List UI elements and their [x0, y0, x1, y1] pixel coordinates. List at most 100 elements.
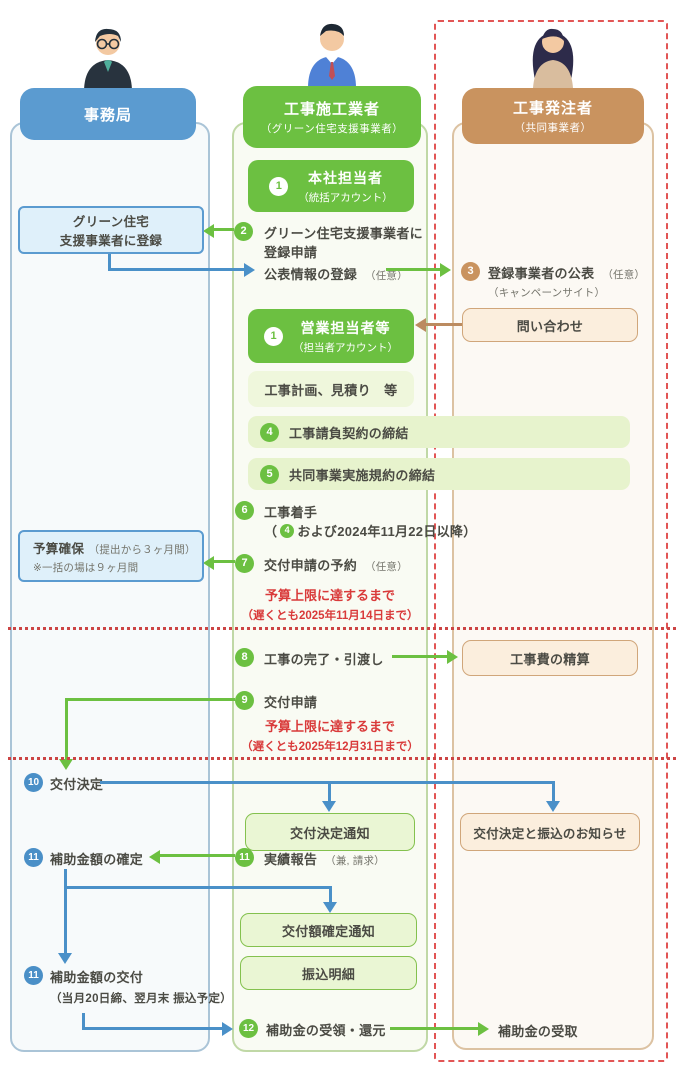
- arrow-decision-head2: [546, 801, 560, 812]
- step-number-badge: 10: [24, 773, 43, 792]
- step-number-badge: 7: [235, 554, 254, 573]
- deadline-2-line1: 予算上限に達するまで: [264, 719, 395, 734]
- node-head-office-account: 1 本社担当者 （統括アカウント）: [248, 160, 414, 212]
- arrow-decision-head1: [322, 801, 336, 812]
- arrow-decision-v1: [328, 781, 331, 801]
- node-receive-return-label: 補助金の受領・還元: [266, 1023, 386, 1038]
- deadline-note-1: 予算上限に達するまで （遅くとも2025年11月14日まで）: [232, 585, 428, 623]
- node-register-apply-line1: グリーン住宅支援事業者に: [264, 226, 423, 241]
- node-subsidy-grant-label: 補助金額の交付: [50, 970, 144, 985]
- node-publish-registered-line2: （キャンペーンサイト）: [488, 287, 606, 299]
- inline-step4-badge: 4: [280, 523, 295, 538]
- node-cost-settlement: 工事費の精算: [462, 640, 638, 676]
- deadline-2-line2: （遅くとも2025年12月31日まで）: [241, 741, 419, 753]
- arrow-inquiry-to-sales-head: [415, 318, 426, 332]
- step-number-badge: 2: [234, 222, 253, 241]
- contractor-lane-header: 工事施工業者 （グリーン住宅支援事業者）: [243, 86, 421, 148]
- node-plan-estimate: 工事計画、見積り 等: [248, 371, 414, 407]
- node-decision-notice: 交付決定通知: [245, 813, 415, 851]
- node-reserve-application: 交付申請の予約 （任意）: [264, 555, 408, 574]
- arrow-handover-to-settlement-line: [392, 655, 447, 658]
- step-number-badge: 9: [235, 691, 254, 710]
- node-receive-subsidy-label: 補助金の受取: [498, 1024, 578, 1039]
- arrow-application-to-decision-head: [59, 759, 73, 770]
- arrow-fixed-to-grant-v: [64, 869, 67, 953]
- node-sales-account: 1 営業担当者等 （担当者アカウント）: [248, 309, 414, 363]
- node-title: 営業担当者等: [300, 319, 391, 336]
- arrow-handover-to-settlement-head: [447, 650, 458, 664]
- orderer-boundary-dashed: [434, 20, 668, 1062]
- orderer-lane-header: 工事発注者 （共同事業者）: [462, 88, 644, 144]
- node-office-register: グリーン住宅 支援事業者に登録: [18, 206, 204, 254]
- node-publish-registered-note: （任意）: [602, 269, 646, 281]
- node-subtitle: （統括アカウント）: [298, 191, 393, 204]
- arrow-office-to-publicinfo-h: [108, 268, 244, 271]
- arrow-receive-to-orderer-line: [390, 1027, 478, 1030]
- arrow-inquiry-to-sales-line: [426, 323, 462, 326]
- node-budget-secure: 予算確保 （提出から３ヶ月間） ※一括の場は９ヶ月間: [18, 530, 204, 582]
- arrow-register-apply-line: [212, 228, 234, 231]
- office-person-avatar: [84, 28, 132, 92]
- node-contract-label: 工事請負契約の締結: [289, 425, 409, 441]
- node-budget-secure-line1: 予算確保 （提出から３ヶ月間）: [33, 538, 196, 558]
- arrow-fixed-to-notice-h: [64, 886, 332, 889]
- node-inquiry: 問い合わせ: [462, 308, 638, 342]
- node-publish-registered: 登録事業者の公表 （任意）: [488, 263, 645, 282]
- node-public-info-label: 公表情報の登録: [264, 267, 358, 282]
- node-inquiry-label: 問い合わせ: [516, 318, 584, 334]
- phase-divider-1: [8, 627, 676, 630]
- node-office-register-line2: 支援事業者に登録: [59, 234, 163, 248]
- node-publish-registered-label: 登録事業者の公表: [488, 266, 595, 281]
- deadline-note-2: 予算上限に達するまで （遅くとも2025年12月31日まで）: [232, 716, 428, 754]
- node-start-construction-line2: （ 4 および2024年11月22日以降）: [264, 521, 477, 540]
- step-number-badge: 11: [24, 848, 43, 867]
- node-decision-transfer-notice-label: 交付決定と振込のお知らせ: [473, 826, 627, 841]
- deadline-1-line2: （遅くとも2025年11月14日まで）: [241, 610, 419, 622]
- node-budget-secure-line2: ※一括の場は９ヶ月間: [33, 561, 139, 574]
- arrow-reserve-to-budget-line: [212, 560, 235, 563]
- node-grant-decision-label: 交付決定: [50, 777, 104, 792]
- arrow-receive-to-orderer-head: [478, 1022, 489, 1036]
- node-reserve-application-label: 交付申請の予約: [264, 558, 358, 573]
- step-number-badge: 8: [235, 648, 254, 667]
- node-transfer-detail-label: 振込明細: [301, 966, 356, 982]
- arrow-report-to-fixed-head: [149, 850, 160, 864]
- node-joint-rules-label: 共同事業実施規約の締結: [289, 467, 436, 483]
- arrow-office-to-publicinfo-head: [244, 263, 255, 277]
- step-number-badge: 1: [269, 176, 289, 196]
- node-complete-handover-label: 工事の完了・引渡し: [264, 652, 384, 667]
- arrow-reserve-to-budget-head: [203, 556, 214, 570]
- arrow-report-to-fixed-line: [158, 854, 235, 857]
- office-lane-title: 事務局: [83, 106, 132, 124]
- node-decision-transfer-notice: 交付決定と振込のお知らせ: [460, 813, 640, 851]
- arrow-fixed-to-notice-head: [323, 902, 337, 913]
- arrow-grant-to-receive-head: [222, 1022, 233, 1036]
- node-title: 本社担当者: [308, 169, 383, 186]
- step-number-badge: 6: [235, 501, 254, 520]
- node-register-apply-line2: 登録申請: [264, 245, 318, 260]
- arrow-office-to-publicinfo-v: [108, 254, 111, 270]
- arrow-publicinfo-to-publish-head: [440, 263, 451, 277]
- arrow-fixed-to-notice-v: [329, 886, 332, 902]
- orderer-lane: [452, 122, 654, 1050]
- deadline-1-line1: 予算上限に達するまで: [264, 588, 395, 603]
- step-number-badge: 11: [235, 848, 254, 867]
- node-fixed-amount-notice-label: 交付額確定通知: [281, 923, 376, 939]
- contractor-person-avatar: [308, 23, 356, 88]
- node-public-info: 公表情報の登録 （任意）: [264, 264, 408, 283]
- step-number-badge: 11: [24, 966, 43, 985]
- arrow-application-to-decision-h: [65, 698, 235, 701]
- arrow-grant-to-receive-h: [82, 1027, 222, 1030]
- arrow-decision-v2: [552, 781, 555, 801]
- node-plan-estimate-label: 工事計画、見積り 等: [264, 382, 398, 398]
- office-lane: [10, 122, 210, 1052]
- contractor-lane-title: 工事施工業者: [283, 101, 380, 118]
- step-number-badge: 4: [260, 422, 279, 442]
- node-start-construction-label: 工事着手: [264, 505, 318, 520]
- orderer-person-avatar: [532, 28, 574, 88]
- contractor-lane-subtitle: （グリーン住宅支援事業者）: [260, 123, 404, 135]
- node-cost-settlement-label: 工事費の精算: [510, 651, 590, 667]
- node-reserve-application-note: （任意）: [365, 561, 408, 573]
- node-budget-secure-title: 予算確保: [33, 541, 85, 556]
